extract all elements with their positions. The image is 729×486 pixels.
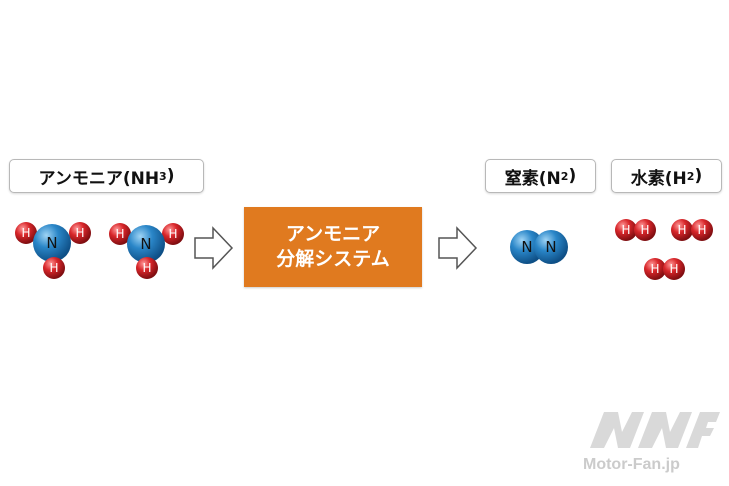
- hydrogen-label-close: ): [694, 166, 703, 186]
- nitrogen-symbol: N: [521, 238, 532, 256]
- ammonia-label-close: ): [166, 166, 175, 186]
- watermark-text: Motor-Fan.jp: [583, 456, 680, 473]
- ammonia-label-text: アンモニア(NH: [38, 168, 160, 189]
- hydrogen-atom: [663, 258, 685, 280]
- hydrogen-molecule: H H: [644, 258, 685, 280]
- hydrogen-label-text: 水素(H: [630, 168, 687, 189]
- hydrogen-symbol: H: [75, 226, 84, 240]
- hydrogen-symbol: H: [21, 226, 30, 240]
- nitrogen-atom: [33, 224, 71, 262]
- hydrogen-symbol: H: [640, 223, 649, 237]
- nitrogen-symbol: N: [46, 234, 57, 252]
- hydrogen-atom: [109, 223, 131, 245]
- ammonia-label-subscript: 3: [159, 169, 167, 183]
- hydrogen-molecule: H H: [671, 219, 713, 241]
- hydrogen-atom: [136, 257, 158, 279]
- hydrogen-molecule: H H: [615, 219, 656, 241]
- hydrogen-atom: [644, 258, 666, 280]
- nitrogen-atom: [534, 230, 568, 264]
- ammonia-molecule: H H N H: [109, 223, 184, 279]
- hydrogen-atom: [15, 222, 37, 244]
- nitrogen-symbol: N: [545, 238, 556, 256]
- nitrogen-atom: [127, 225, 165, 263]
- hydrogen-symbol: H: [49, 261, 58, 275]
- nitrogen-label-text: 窒素(N: [504, 168, 561, 189]
- nitrogen-atom: [510, 230, 544, 264]
- hydrogen-symbol: H: [621, 223, 630, 237]
- hydrogen-atom: [615, 219, 637, 241]
- nitrogen-symbol: N: [140, 235, 151, 253]
- hydrogen-label-subscript: 2: [686, 169, 695, 183]
- hydrogen-atom: [671, 219, 693, 241]
- hydrogen-atom: [634, 219, 656, 241]
- nitrogen-label-close: ): [568, 166, 577, 186]
- hydrogen-symbol: H: [115, 227, 124, 241]
- hydrogen-atom: [43, 257, 65, 279]
- nitrogen-label-subscript: 2: [560, 169, 569, 183]
- right-arrow-icon: [438, 226, 478, 270]
- ammonia-decomposition-system-box: アンモニア 分解システム: [244, 207, 422, 287]
- hydrogen-symbol: H: [650, 262, 659, 276]
- hydrogen-symbol: H: [142, 261, 151, 275]
- ammonia-molecule: H H N H: [15, 222, 91, 279]
- hydrogen-atom: [691, 219, 713, 241]
- process-line-2: 分解システム: [276, 248, 390, 270]
- hydrogen-symbol: H: [168, 227, 177, 241]
- hydrogen-atom: [69, 222, 91, 244]
- nitrogen-molecule: N N: [510, 230, 568, 264]
- hydrogen-symbol: H: [677, 223, 686, 237]
- right-arrow-icon: [194, 226, 234, 270]
- motor-fan-logo-watermark: [590, 412, 720, 448]
- hydrogen-symbol: H: [697, 223, 706, 237]
- process-line-1: アンモニア: [285, 223, 381, 245]
- hydrogen-atom: [162, 223, 184, 245]
- hydrogen-symbol: H: [669, 262, 678, 276]
